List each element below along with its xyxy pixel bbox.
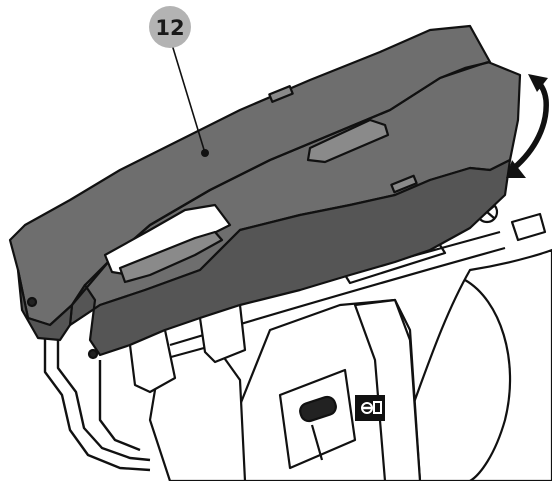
rotation-arrow-icon bbox=[506, 74, 549, 178]
camera-body bbox=[43, 200, 552, 481]
cover-slot bbox=[306, 118, 390, 164]
front-clip-2 bbox=[198, 303, 247, 364]
cover-hole-1 bbox=[26, 296, 38, 308]
cover-cutout-inner bbox=[118, 230, 224, 284]
callout-badge bbox=[149, 6, 191, 48]
cover-hole-2 bbox=[87, 348, 99, 360]
cover-front-edge bbox=[68, 158, 512, 357]
rod bbox=[510, 212, 547, 242]
left-cable bbox=[43, 330, 151, 472]
callout-number: 12 bbox=[155, 16, 184, 40]
strap-band bbox=[353, 298, 422, 481]
slider-track bbox=[310, 424, 324, 461]
slider-switch bbox=[299, 395, 337, 423]
lens-cover bbox=[8, 24, 522, 394]
front-clip bbox=[128, 328, 177, 394]
cover-back-edge bbox=[16, 268, 74, 342]
callout-dot bbox=[201, 149, 209, 157]
callout-leader-line bbox=[169, 37, 206, 154]
left-cable-inner bbox=[56, 338, 151, 462]
cover-tab-top bbox=[268, 85, 294, 103]
lock-icon bbox=[355, 395, 385, 421]
lens-barrel-edge bbox=[464, 279, 512, 481]
cover-tab-right bbox=[390, 174, 418, 194]
left-leg bbox=[98, 360, 141, 452]
